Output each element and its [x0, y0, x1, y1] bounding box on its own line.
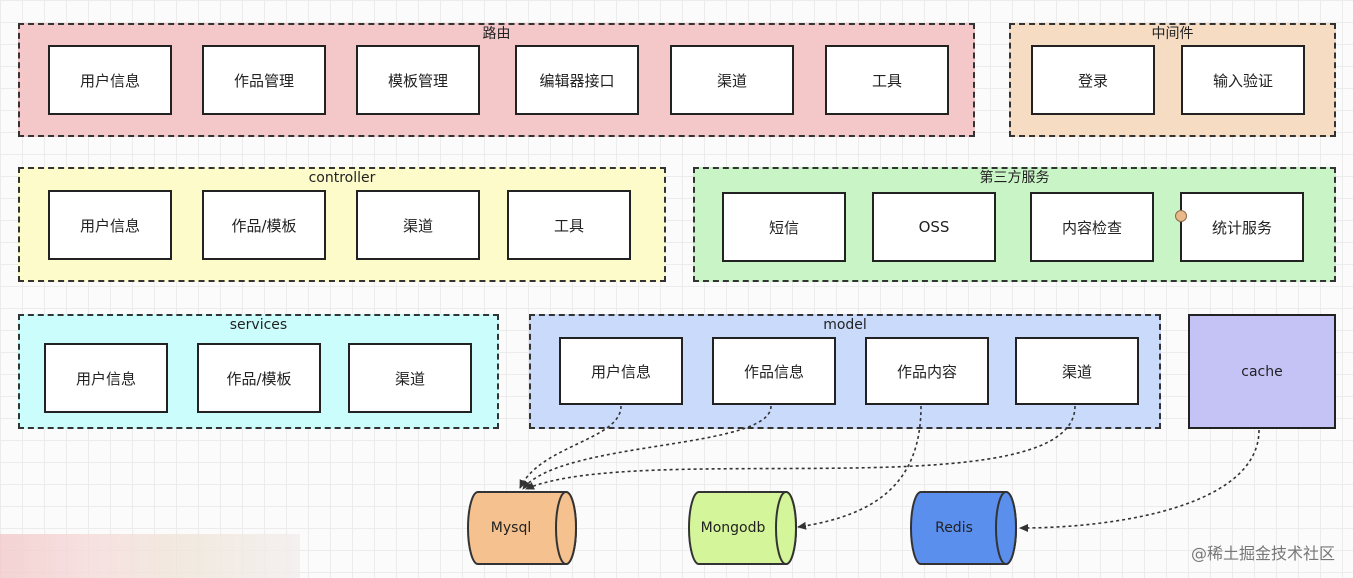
- router-item-tools: 工具: [825, 45, 949, 115]
- controller-item-work-template: 作品/模板: [202, 190, 326, 260]
- controller-item-channel: 渠道: [356, 190, 480, 260]
- group-controller-title: controller: [308, 170, 376, 186]
- third-party-item-sms: 短信: [722, 192, 846, 262]
- model-item-user-info: 用户信息: [559, 337, 683, 405]
- group-middleware-title: 中间件: [1151, 26, 1194, 42]
- mouse-cursor-icon: [1175, 210, 1187, 222]
- router-item-user-info: 用户信息: [48, 45, 172, 115]
- third-party-item-statistics: 统计服务: [1180, 192, 1304, 262]
- services-item-work-template: 作品/模板: [197, 343, 321, 413]
- router-item-template-management: 模板管理: [356, 45, 480, 115]
- router-item-channel: 渠道: [670, 45, 794, 115]
- router-item-editor-api: 编辑器接口: [515, 45, 639, 115]
- link-cache-to-redis: [1019, 429, 1260, 532]
- group-model-title: model: [823, 317, 867, 333]
- mongodb-database-icon: [688, 491, 797, 565]
- cache-box: cache: [1188, 314, 1336, 429]
- group-router-title: 路由: [482, 26, 511, 42]
- model-item-work-content: 作品内容: [865, 337, 989, 405]
- redis-label: Redis: [935, 520, 973, 536]
- third-party-item-oss: OSS: [872, 192, 996, 262]
- router-item-work-management: 作品管理: [202, 45, 326, 115]
- link-channel-to-mysql: [525, 405, 1076, 490]
- group-router: 路由: [18, 23, 975, 137]
- link-work-content-to-mongodb: [797, 405, 922, 530]
- mysql-database-icon: [467, 491, 577, 565]
- redis-database-icon: [910, 491, 1017, 565]
- controller-item-tools: 工具: [507, 190, 631, 260]
- model-item-channel: 渠道: [1015, 337, 1139, 405]
- blurred-watermark-strip: [0, 534, 300, 578]
- middleware-item-login: 登录: [1031, 45, 1155, 115]
- watermark: @稀土掘金技术社区: [1190, 544, 1335, 563]
- group-third-party-title: 第三方服务: [979, 170, 1050, 186]
- mysql-label: Mysql: [490, 520, 532, 536]
- link-user-info-to-mysql: [519, 405, 622, 489]
- middleware-item-input-validation: 输入验证: [1181, 45, 1305, 115]
- group-services-title: services: [229, 317, 288, 333]
- link-work-info-to-mysql: [522, 405, 772, 490]
- services-item-user-info: 用户信息: [44, 343, 168, 413]
- model-item-work-info: 作品信息: [712, 337, 836, 405]
- mongodb-label: Mongodb: [700, 520, 766, 536]
- controller-item-user-info: 用户信息: [48, 190, 172, 260]
- services-item-channel: 渠道: [348, 343, 472, 413]
- third-party-item-content-check: 内容检查: [1030, 192, 1154, 262]
